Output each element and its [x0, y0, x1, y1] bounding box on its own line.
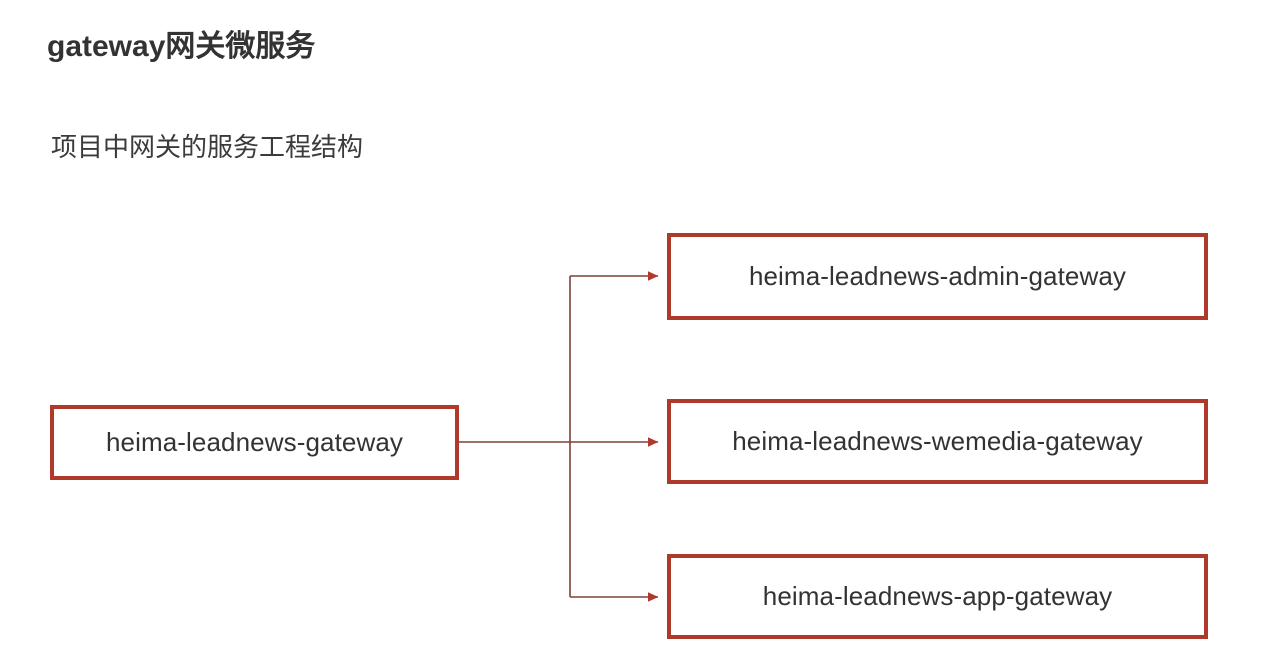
- page-subtitle: 项目中网关的服务工程结构: [51, 132, 364, 162]
- node-label: heima-leadnews-wemedia-gateway: [732, 426, 1143, 456]
- node-label: heima-leadnews-admin-gateway: [748, 261, 1127, 291]
- node-heima-leadnews-app-gateway[interactable]: heima-leadnews-app-gateway: [667, 554, 1208, 639]
- node-heima-leadnews-admin-gateway[interactable]: heima-leadnews-admin-gateway: [667, 233, 1208, 320]
- node-heima-leadnews-wemedia-gateway[interactable]: heima-leadnews-wemedia-gateway: [667, 399, 1208, 484]
- node-label: heima-leadnews-app-gateway: [762, 581, 1113, 611]
- page-title: gateway网关微服务: [47, 30, 316, 63]
- node-label: heima-leadnews-gateway: [105, 427, 404, 457]
- node-heima-leadnews-gateway[interactable]: heima-leadnews-gateway: [50, 405, 459, 480]
